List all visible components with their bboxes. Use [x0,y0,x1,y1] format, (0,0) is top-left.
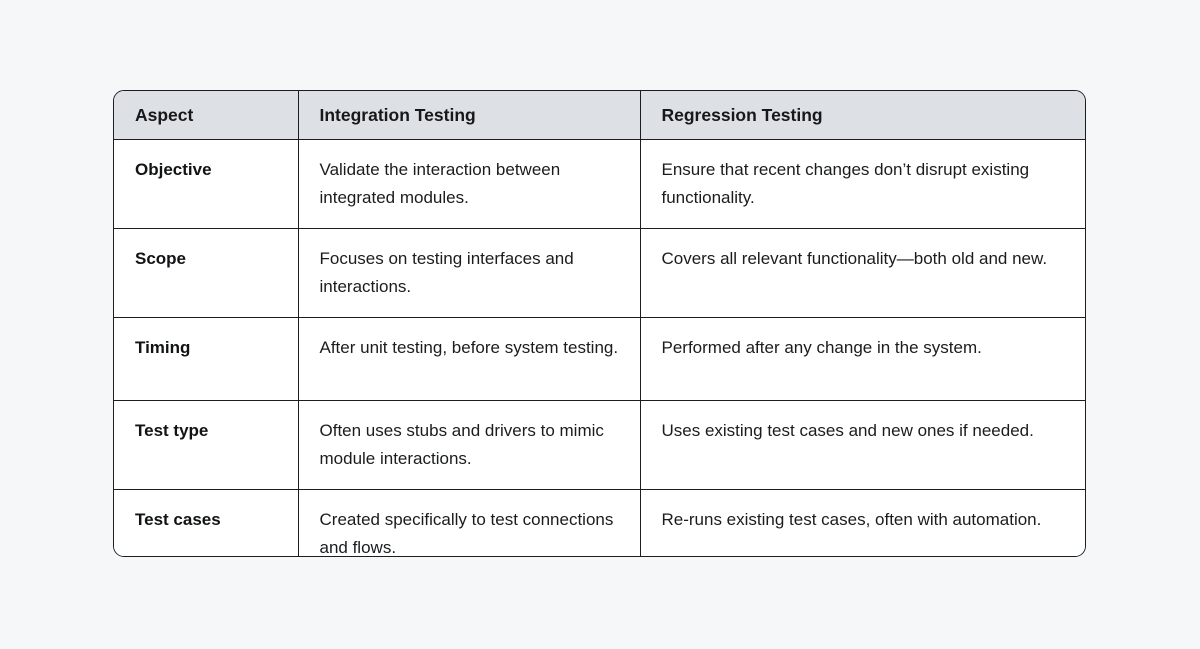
row-label-objective: Objective [114,139,299,229]
cell-text: Uses existing test cases and new ones if… [661,421,1034,440]
cell-text: Validate the interaction between integra… [319,160,561,207]
cell-text: After unit testing, before system testin… [319,338,619,357]
cell-test-type-integration: Often uses stubs and drivers to mimic mo… [298,400,641,490]
row-label-test-type: Test type [114,400,299,490]
table-row: Test cases Created specifically to test … [114,489,1085,557]
table-header-row: Aspect Integration Testing Regression Te… [114,91,1085,140]
cell-test-cases-integration: Created specifically to test connections… [298,489,641,557]
row-label-test-cases: Test cases [114,489,299,556]
cell-text: Covers all relevant functionality—both o… [661,249,1048,268]
cell-test-type-regression: Uses existing test cases and new ones if… [640,400,1085,490]
table-row: Test type Often uses stubs and drivers t… [114,400,1085,490]
cell-test-cases-regression: Re-runs existing test cases, often with … [640,489,1085,556]
table-row: Scope Focuses on testing interfaces and … [114,228,1085,318]
table-header: Aspect Integration Testing Regression Te… [114,91,1085,140]
cell-text: Ensure that recent changes don’t disrupt… [661,160,1030,207]
column-header-regression-testing: Regression Testing [640,91,1085,140]
table-body: Objective Validate the interaction betwe… [114,139,1085,557]
cell-scope-regression: Covers all relevant functionality—both o… [640,228,1085,318]
cell-scope-integration: Focuses on testing interfaces and intera… [298,228,641,318]
cell-objective-regression: Ensure that recent changes don’t disrupt… [640,139,1085,229]
cell-text: Test type [135,421,209,440]
cell-objective-integration: Validate the interaction between integra… [298,139,641,229]
row-label-timing: Timing [114,317,299,401]
cell-timing-integration: After unit testing, before system testin… [298,317,641,401]
cell-text: Created specifically to test connections… [319,510,614,557]
integration-vs-regression-testing-table: Aspect Integration Testing Regression Te… [114,91,1085,557]
cell-text: Performed after any change in the system… [661,338,982,357]
comparison-table-container: Aspect Integration Testing Regression Te… [113,90,1086,557]
column-header-aspect: Aspect [114,91,299,140]
cell-text: Focuses on testing interfaces and intera… [319,249,574,296]
cell-text: Scope [135,249,187,268]
row-label-scope: Scope [114,228,299,318]
table-row: Timing After unit testing, before system… [114,317,1085,401]
cell-text: Timing [135,338,191,357]
cell-text: Often uses stubs and drivers to mimic mo… [319,421,604,468]
cell-timing-regression: Performed after any change in the system… [640,317,1085,401]
column-header-integration-testing: Integration Testing [298,91,641,140]
table-row: Objective Validate the interaction betwe… [114,139,1085,229]
cell-text: Objective [135,160,212,179]
cell-text: Test cases [135,510,221,529]
cell-text: Re-runs existing test cases, often with … [661,510,1042,529]
